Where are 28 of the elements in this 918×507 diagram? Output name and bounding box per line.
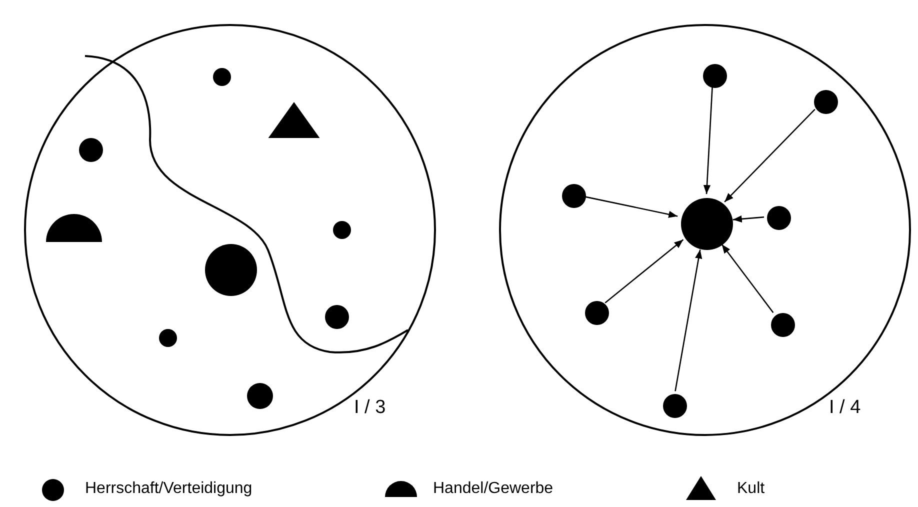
arrow [703,86,713,194]
arrow [604,239,684,304]
dot-marker [585,301,609,325]
arrow [732,215,764,223]
region-label: I / 4 [829,397,861,419]
arrow [724,108,816,202]
dot-marker [681,198,733,250]
dot-marker [771,313,795,337]
legend-label: Handel/Gewerbe [433,480,554,498]
dot-marker [333,221,351,239]
legend-label: Herrschaft/Verteidigung [85,480,252,498]
dot-marker [767,206,791,230]
dot-marker [79,138,103,162]
arrow [584,196,678,218]
dot-marker [213,68,231,86]
region-label: I / 3 [354,397,386,419]
arrow [674,249,702,392]
dot-marker [247,383,273,409]
dot-marker [159,329,177,347]
dot-marker [562,184,586,208]
dot-marker [703,64,727,88]
dot-marker [814,90,838,114]
dot-marker [205,244,257,296]
arrow [721,244,774,313]
triangle-marker [268,102,320,138]
legend-label: Kult [737,480,765,498]
dot-marker [663,394,687,418]
dot-marker [325,305,349,329]
